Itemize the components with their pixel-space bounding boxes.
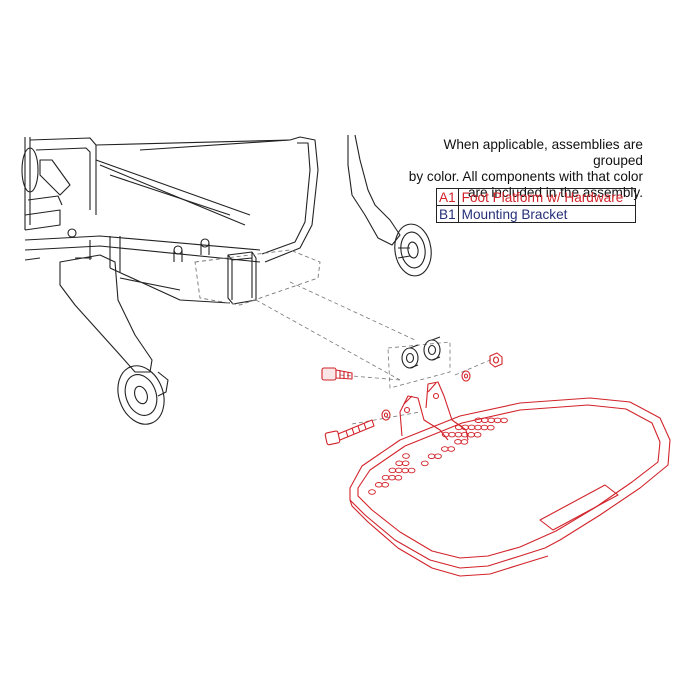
perforation-hole [454,431,463,438]
short-bolt [321,367,353,381]
perforation-hole [500,417,508,424]
perforation-hole [480,417,489,424]
perforation-hole [448,431,456,438]
foot-platform-assembly [321,352,671,577]
perforation-hole [474,424,482,431]
perforation-hole [401,467,410,474]
perforation-hole [381,474,390,481]
assembly-legend: A1 Foot Platform w/ Hardware B1 Mounting… [436,188,636,223]
note-line: by color. All components with that color [408,169,643,184]
leader-lines [255,281,496,425]
perforation-hole [447,446,456,452]
perforation-hole [486,424,495,431]
perforation-hole [402,453,410,459]
perforation-hole [441,431,450,438]
receiver-dashed-outline [194,249,321,306]
perforation-hole [440,446,449,452]
perforation-hole [467,424,476,431]
perforation-hole [388,467,397,474]
note-line: When applicable, assemblies are grouped [443,137,643,168]
perforation-hole [493,417,502,424]
perforation-hole [395,460,404,466]
perforation-hole [467,431,476,438]
perforation-hole [420,460,429,467]
perforation-hole [460,439,469,445]
perforation-hole [480,424,489,431]
perforation-hole [487,417,496,424]
perforation-hole [394,467,403,474]
legend-row-b1: B1 Mounting Bracket [436,205,636,223]
perforation-hole [401,460,410,466]
perforation-hole [394,474,403,481]
long-bolt [324,419,375,446]
perforation-hole [473,431,482,438]
perforation-hole [374,482,383,488]
perforation-hole [368,489,376,495]
legend-label: Mounting Bracket [457,205,636,223]
washer-left [381,409,391,421]
lock-nut [489,352,503,368]
wheelchair-frame [21,134,432,425]
perforation-hole [434,453,442,459]
bushing-set [401,336,441,369]
perforation-hole [474,417,483,423]
perforation-hole [427,453,436,459]
platform-perforations [368,417,508,495]
legend-code: A1 [436,188,459,206]
washer-right [461,370,471,382]
legend-row-a1: A1 Foot Platform w/ Hardware [436,188,636,206]
perforation-hole [407,467,416,474]
legend-label: Foot Platform w/ Hardware [457,188,636,206]
perforation-hole [454,424,463,431]
perforation-hole [454,439,462,445]
perforation-hole [381,482,390,488]
perforation-hole [388,474,396,481]
legend-code: B1 [436,205,459,223]
